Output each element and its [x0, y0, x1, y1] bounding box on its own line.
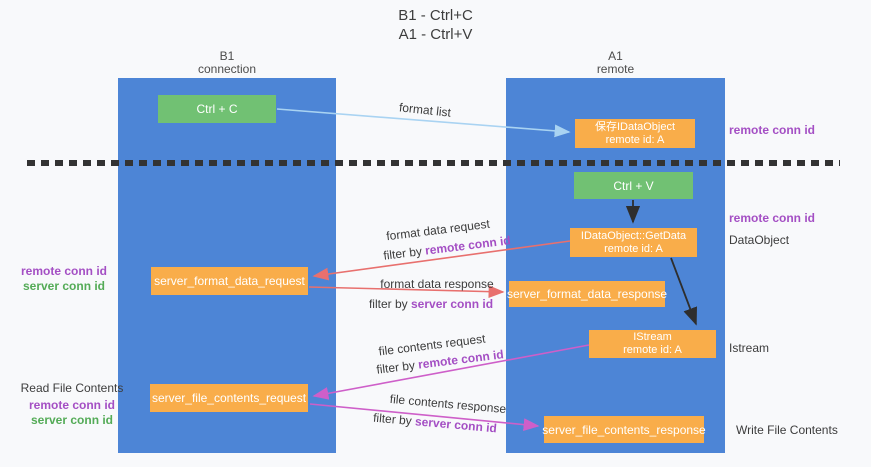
getdata-line2: remote id: A: [604, 242, 663, 255]
lifeline-b1-role: connection: [197, 62, 257, 76]
right-dataobject-label: DataObject: [729, 233, 790, 247]
left-remote-conn-id-1: remote conn id: [20, 264, 107, 278]
left-server-conn-id-1: server conn id: [22, 279, 106, 293]
server-format-data-request-box: server_format_data_request: [151, 267, 308, 295]
right-remote-conn-id-top: remote conn id: [729, 123, 816, 137]
filter-by-text: filter by: [382, 244, 423, 263]
lifeline-header-a1: A1 remote: [506, 50, 725, 76]
istream-box: IStream remote id: A: [589, 330, 716, 358]
filter-by-text: filter by: [375, 358, 416, 377]
right-remote-conn-id-mid: remote conn id: [729, 211, 816, 225]
save-dataobject-line2: remote id: A: [605, 133, 665, 146]
ctrl-c-box: Ctrl + C: [158, 95, 276, 123]
left-read-file-contents-group: Read File Contents remote conn id server…: [7, 381, 137, 428]
getdata-box: IDataObject::GetData remote id: A: [570, 228, 697, 257]
diagram-title: B1 - Ctrl+C A1 - Ctrl+V: [0, 6, 871, 44]
left-remote-conn-id-2: remote conn id: [28, 398, 115, 412]
title-line-1: B1 - Ctrl+C: [398, 7, 473, 24]
server-conn-id-text: server conn id: [411, 297, 494, 311]
istream-line1: IStream: [633, 331, 672, 343]
format-data-response-label: format data response: [380, 277, 494, 291]
istream-line2: remote id: A: [623, 344, 682, 356]
ctrl-v-box: Ctrl + V: [574, 172, 693, 199]
server-file-contents-request-box: server_file_contents_request: [150, 384, 308, 412]
format-list-label: format list: [398, 100, 452, 120]
server-conn-id-text: server conn id: [414, 414, 498, 436]
right-write-file-contents-label: Write File Contents: [736, 423, 838, 437]
ctrl-v-label: Ctrl + V: [613, 178, 654, 193]
file-contents-response-label: file contents response: [389, 391, 507, 417]
format-data-response-filter-label: filter by server conn id: [369, 297, 493, 311]
server-format-data-response-label: server_format_data_response: [506, 287, 668, 301]
ctrl-c-label: Ctrl + C: [196, 102, 238, 116]
lifeline-header-b1: B1 connection: [118, 50, 336, 76]
save-dataobject-box: 保存IDataObject remote id: A: [575, 119, 695, 148]
getdata-line1: IDataObject::GetData: [580, 229, 687, 242]
filter-by-text: filter by: [368, 297, 408, 311]
left-conn-id-group: remote conn id server conn id: [4, 264, 124, 294]
save-dataobject-line1: 保存IDataObject: [594, 120, 676, 133]
title-line-2: A1 - Ctrl+V: [398, 26, 473, 43]
lifeline-b1-name: B1: [219, 49, 235, 63]
lifeline-a1-role: remote: [596, 62, 635, 76]
left-server-conn-id-2: server conn id: [30, 413, 114, 427]
server-file-contents-response-label: server_file_contents_response: [542, 422, 706, 437]
server-format-data-request-label: server_format_data_request: [154, 274, 305, 288]
lifeline-a1-name: A1: [608, 49, 623, 63]
read-file-contents-label: Read File Contents: [20, 381, 124, 395]
filter-by-text: filter by: [372, 410, 413, 428]
server-format-data-response-box: server_format_data_response: [506, 281, 668, 307]
file-contents-response-filter-label: filter by server conn id: [373, 411, 498, 436]
right-istream-label: Istream: [729, 341, 770, 355]
server-file-contents-request-label: server_file_contents_request: [151, 391, 307, 405]
server-file-contents-response-box: server_file_contents_response: [542, 416, 706, 443]
